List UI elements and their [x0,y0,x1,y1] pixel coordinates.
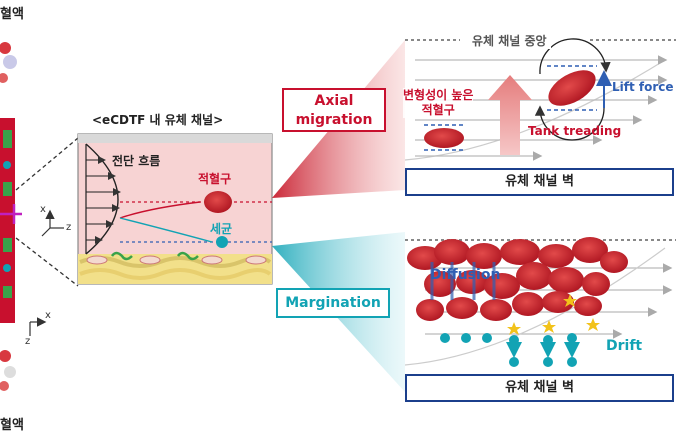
panel-axes [41,209,64,237]
bacteria-label: 세균 [210,222,233,236]
margination-box: Margination [276,288,390,318]
left-axes [29,317,47,336]
left-vessel [0,42,22,391]
tank-treading-label: Tank treading [528,124,622,138]
channel-panel [77,133,273,285]
left-axis-z: z [25,336,31,347]
bottom-right-panel [404,237,676,367]
channel-wall-bottom: 유체 채널 벽 [405,374,674,402]
deformable-rbc-label: 변형성이 높은 적혈구 [403,88,474,118]
panel-title: <eCDTF 내 유체 채널> [92,113,224,127]
shear-flow-label: 전단 흐름 [112,154,161,168]
zoom-line-bottom [15,237,79,287]
channel-wall-top: 유체 채널 벽 [405,168,674,196]
drift-label: Drift [606,338,643,354]
panel-axis-z: z [66,222,72,233]
top-right-panel [404,38,676,161]
diffusion-label: Diffusion [430,267,501,283]
channel-center-label: 유체 채널 중앙 [468,32,551,49]
axial-migration-box: Axial migration [282,88,386,132]
panel-axis-x: x [40,204,46,215]
lift-force-label: Lift force [612,80,674,94]
zoom-line-top [15,137,79,191]
blood-label-top: 혈액 [0,7,24,22]
rbc-label: 적혈구 [198,172,232,186]
left-axis-x: x [45,310,51,321]
blood-label-bottom: 혈액 [0,418,24,433]
